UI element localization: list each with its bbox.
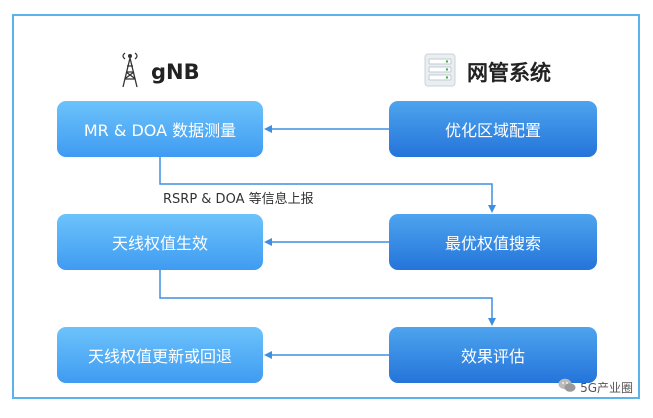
arrow-effect-to-eval (159, 270, 496, 326)
wechat-icon (558, 378, 576, 396)
antenna-tower-icon (119, 52, 141, 92)
box-optimize-area-config: 优化区域配置 (389, 101, 597, 157)
box-best-weight-search: 最优权值搜索 (389, 214, 597, 270)
server-icon (423, 52, 457, 92)
box-weight-effect-label: 天线权值生效 (111, 234, 208, 253)
box-weight-update-rollback: 天线权值更新或回退 (57, 327, 263, 383)
box-weight-update-rollback-label: 天线权值更新或回退 (87, 347, 232, 366)
box-mr-doa-measure-label: MR & DOA 数据测量 (83, 121, 237, 140)
box-mr-doa-measure: MR & DOA 数据测量 (57, 101, 263, 157)
box-optimize-area-config-label: 优化区域配置 (444, 121, 541, 140)
nms-label: 网管系统 (467, 61, 551, 85)
arrow-measure-to-search (159, 157, 496, 213)
report-edge-label: RSRP & DOA 等信息上报 (163, 192, 314, 207)
gnb-header: gNB (119, 52, 200, 92)
box-best-weight-search-label: 最优权值搜索 (444, 234, 541, 253)
gnb-label: gNB (151, 60, 200, 84)
nms-header: 网管系统 (423, 52, 551, 92)
watermark: 5G产业圈 (558, 378, 633, 396)
box-effect-evaluation: 效果评估 (389, 327, 597, 383)
box-effect-evaluation-label: 效果评估 (460, 347, 525, 366)
watermark-text: 5G产业圈 (580, 380, 633, 395)
box-weight-effect: 天线权值生效 (57, 214, 263, 270)
